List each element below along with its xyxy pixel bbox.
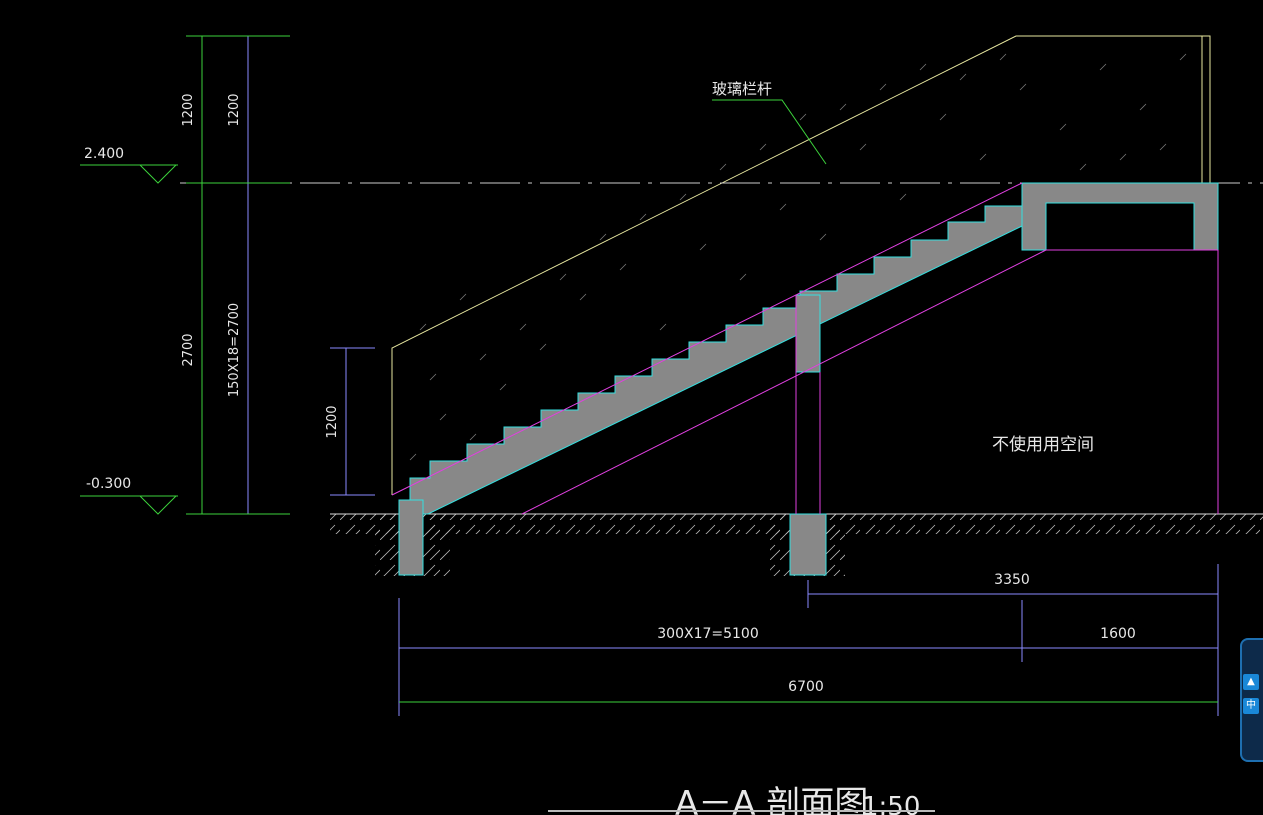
dim-stairs: 300X17=5100: [657, 626, 759, 642]
glass-railing-fill: [409, 53, 1187, 461]
left-dimensions: [186, 35, 375, 515]
ime-toolbar[interactable]: ▲ 中: [1240, 638, 1263, 762]
dim-railing-height: 1200: [325, 405, 340, 438]
landing-slab: [1021, 182, 1219, 251]
elevation-bottom-label: -0.300: [86, 476, 131, 492]
unused-space-note: 不使用用空间: [992, 434, 1094, 455]
dim-lower-outer: 2700: [181, 333, 196, 366]
dim-right-span: 3350: [994, 572, 1030, 588]
dim-total: 6700: [788, 679, 824, 695]
ime-shirt-icon[interactable]: ▲: [1243, 674, 1259, 690]
glass-railing-outline: [391, 35, 1211, 495]
drawing-title: A－A 剖面图: [675, 784, 868, 815]
dim-upper-inner: 1200: [227, 93, 242, 126]
railing-note: 玻璃栏杆: [712, 80, 772, 98]
elevation-markers: [80, 164, 178, 515]
dim-lower-inner: 150X18=2700: [227, 303, 242, 397]
ime-mode-toggle[interactable]: 中: [1243, 698, 1259, 714]
columns: [398, 294, 827, 576]
dim-upper-outer: 1200: [181, 93, 196, 126]
elevation-top-label: 2.400: [84, 146, 124, 162]
bottom-dimensions: [398, 564, 1219, 716]
dim-landing: 1600: [1100, 626, 1136, 642]
stair-section: [398, 205, 1023, 515]
railing-leader: [712, 99, 827, 165]
drawing-scale: 1:50: [862, 792, 920, 815]
finish-lines: [391, 182, 1219, 515]
